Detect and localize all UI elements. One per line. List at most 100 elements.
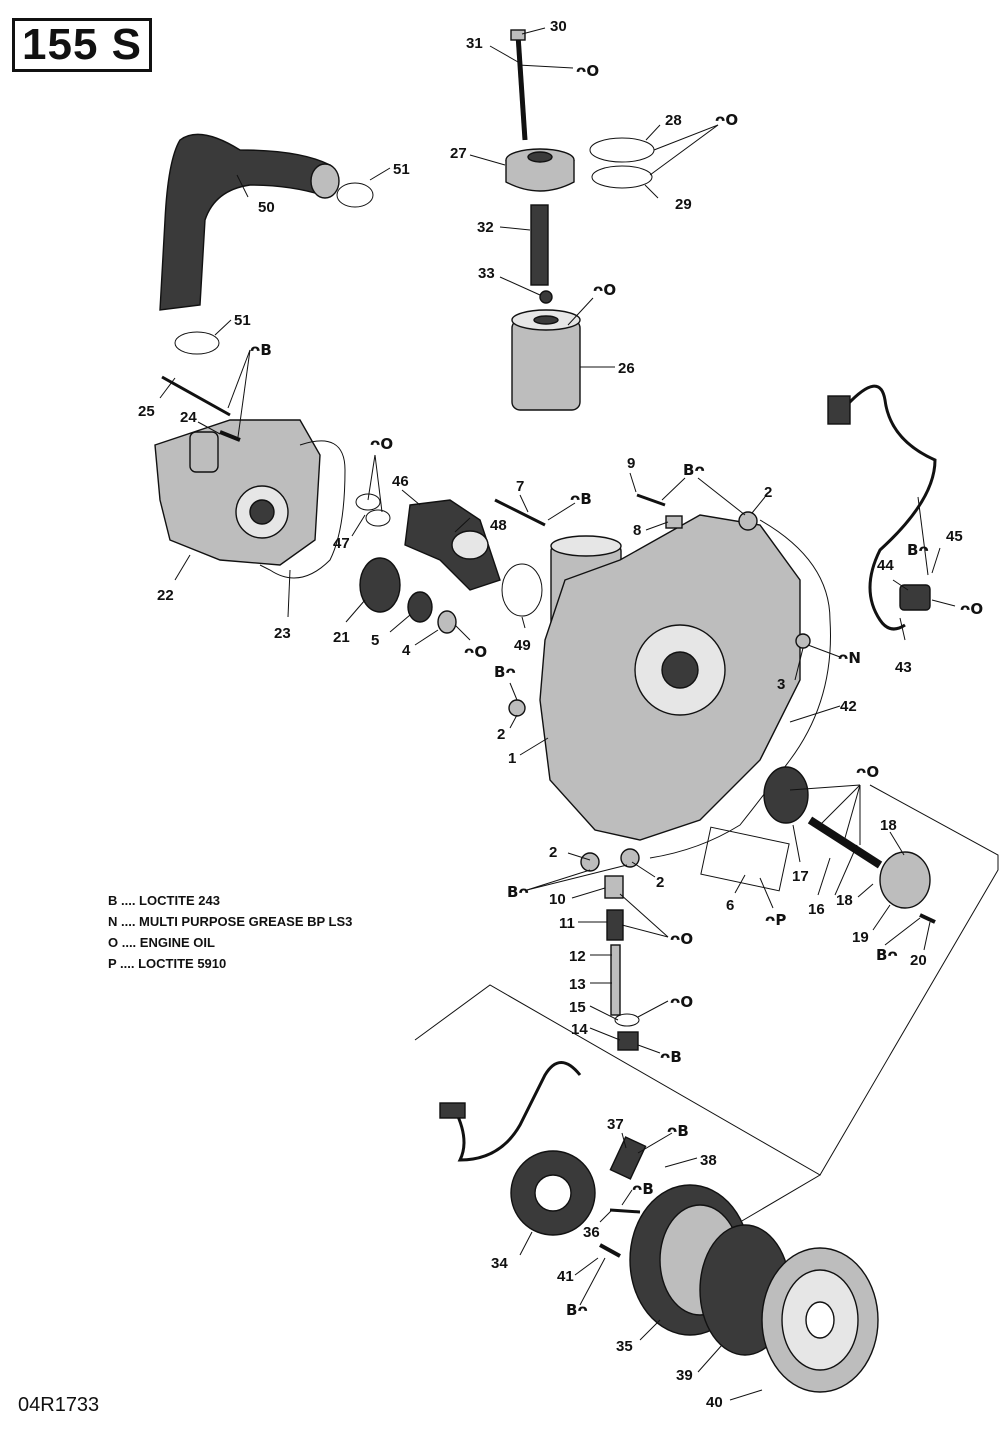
callout-12: 12: [569, 948, 586, 965]
drawing-code: 04R1733: [18, 1394, 100, 1416]
callout-18-upper: 18: [880, 817, 897, 834]
screw-2-left: [508, 699, 526, 717]
note-2: B: [494, 663, 505, 681]
note-43: O: [970, 600, 983, 618]
callout-8: 8: [633, 522, 641, 539]
note-30: O: [586, 62, 599, 80]
drop-icon: ᴖ: [505, 663, 515, 681]
note-37: B: [677, 1122, 688, 1140]
callout-34: 34: [491, 1255, 508, 1272]
screw-2-lower-b: [620, 848, 640, 868]
callout-10: 10: [549, 891, 566, 908]
part-5: [407, 591, 433, 623]
drop-icon: ᴖ: [715, 111, 725, 129]
callout-30: 30: [550, 18, 567, 35]
stator-connector: [439, 1102, 466, 1119]
svg-text:ᴖO: ᴖO: [576, 62, 599, 80]
o-ring-seals-28-29: [589, 137, 655, 189]
callout-49: 49: [514, 637, 531, 654]
callout-9: 9: [627, 455, 635, 472]
callout-labels: 30 31 27 28 29 32 33 26 51 50 51 25 24 4…: [138, 18, 963, 1411]
callout-24: 24: [180, 409, 197, 426]
svg-text:Bᴖ: Bᴖ: [907, 541, 929, 559]
gasket-6: [700, 826, 790, 892]
sensor-wire-43: [845, 384, 937, 631]
svg-text:ᴖP: ᴖP: [765, 911, 786, 929]
spring-11: [606, 909, 624, 941]
note-3: N: [848, 649, 861, 667]
callout-15: 15: [569, 999, 586, 1016]
screw-41: [599, 1243, 621, 1258]
piston-12-13: [610, 944, 621, 1016]
leader-lines: [159, 27, 956, 1401]
o-ring-47b: [365, 509, 391, 527]
svg-text:ᴖO: ᴖO: [670, 930, 693, 948]
callout-51-top: 51: [393, 161, 410, 178]
note-14: B: [670, 1048, 681, 1066]
callout-44: 44: [877, 557, 894, 574]
svg-text:Bᴖ: Bᴖ: [566, 1301, 588, 1319]
note-45: B: [907, 541, 918, 559]
callout-16: 16: [808, 901, 825, 918]
water-pump-housing-22: [154, 419, 321, 566]
svg-text:ᴖO: ᴖO: [370, 435, 393, 453]
seal-49: [501, 563, 543, 617]
callout-38: 38: [700, 1152, 717, 1169]
note-6: P: [775, 911, 786, 929]
ring-gear-40: [761, 1247, 879, 1393]
drop-icon: ᴖ: [667, 1122, 677, 1140]
note-25: B: [260, 341, 271, 359]
note-9: B: [683, 461, 694, 479]
svg-text:ᴖO: ᴖO: [593, 281, 616, 299]
clip-8: [665, 515, 683, 529]
lubricant-notes: ᴖO ᴖO ᴖO ᴖB ᴖO ᴖB Bᴖ ᴖO Bᴖ ᴖN Bᴖ ᴖO ᴖO B…: [250, 62, 983, 1319]
callout-48: 48: [490, 517, 507, 534]
drop-icon: ᴖ: [765, 911, 775, 929]
callout-42: 42: [840, 698, 857, 715]
callout-2-lower-b: 2: [656, 874, 664, 891]
gasket-42: [649, 519, 831, 859]
clamp-51-top: [336, 182, 374, 208]
callout-40: 40: [706, 1394, 723, 1411]
note-7: B: [580, 490, 591, 508]
sensor-37: [609, 1136, 647, 1180]
o-ring-47a: [355, 493, 381, 511]
svg-text:ᴖB: ᴖB: [660, 1048, 682, 1066]
stator-wire: [453, 1061, 582, 1162]
callout-22: 22: [157, 587, 174, 604]
callout-43: 43: [895, 659, 912, 676]
drop-icon: ᴖ: [960, 600, 970, 618]
callout-31: 31: [466, 35, 483, 52]
drop-icon: ᴖ: [632, 1180, 642, 1198]
drop-icon: ᴖ: [370, 435, 380, 453]
callout-47: 47: [333, 535, 350, 552]
callout-51-bottom: 51: [234, 312, 251, 329]
note-20: B: [876, 946, 887, 964]
pto-housing-cover-1: [539, 514, 801, 841]
legend-entry-p: P .... LOCTITE 5910: [108, 956, 227, 971]
plug-10: [604, 875, 624, 899]
callout-18-lower: 18: [836, 892, 853, 909]
plug-14: [617, 1031, 639, 1051]
callout-26: 26: [618, 360, 635, 377]
screw-24: [219, 430, 241, 442]
sensor-connector: [827, 395, 851, 425]
svg-text:Bᴖ: Bᴖ: [494, 663, 516, 681]
drop-icon: ᴖ: [250, 341, 260, 359]
callout-32: 32: [477, 219, 494, 236]
callout-37: 37: [607, 1116, 624, 1133]
note-26: O: [603, 281, 616, 299]
callout-45: 45: [946, 528, 963, 545]
legend-entry-n: N .... MULTI PURPOSE GREASE BP LS3: [108, 914, 353, 929]
callout-21: 21: [333, 629, 350, 646]
callout-41: 41: [557, 1268, 574, 1285]
callout-11: 11: [559, 915, 575, 932]
callout-19: 19: [852, 929, 869, 946]
callout-33: 33: [478, 265, 495, 282]
callout-46: 46: [392, 473, 409, 490]
bolt-7: [494, 498, 546, 527]
callout-25: 25: [138, 403, 155, 420]
drop-icon: ᴖ: [838, 649, 848, 667]
bolt-25: [161, 375, 231, 417]
